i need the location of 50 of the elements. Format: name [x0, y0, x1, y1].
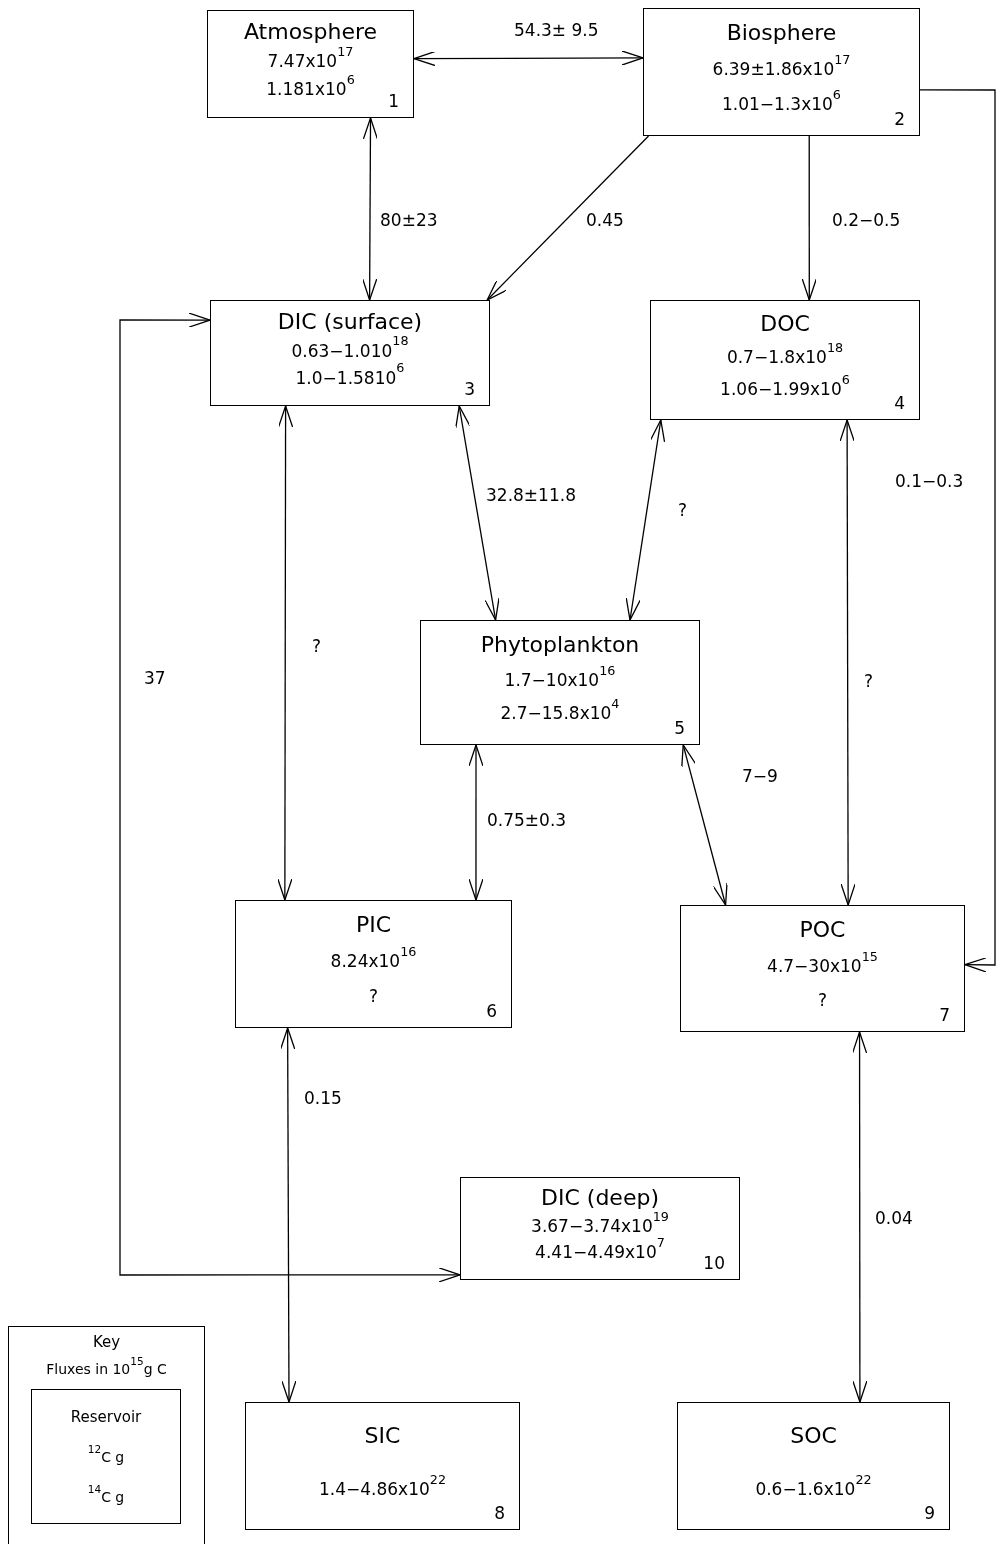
reservoir-name: DOC — [760, 310, 810, 336]
arrow — [625, 419, 666, 621]
reservoir-number: 7 — [939, 1005, 950, 1025]
reservoir-name: Phytoplankton — [480, 631, 640, 657]
reservoir-number: 5 — [674, 718, 685, 738]
reservoir-number: 9 — [924, 1503, 935, 1523]
reservoir-number: 10 — [703, 1253, 725, 1273]
reservoir-box — [420, 620, 700, 745]
reservoir-number: 1 — [388, 91, 399, 111]
reservoir-name: SOC — [790, 1422, 837, 1448]
arrow — [486, 135, 650, 301]
arrow — [801, 135, 817, 301]
arrow — [851, 1031, 868, 1403]
reservoir-number: 6 — [486, 1001, 497, 1021]
reservoir-value: ? — [369, 985, 378, 1006]
arrow — [839, 419, 856, 906]
reservoir-name: SIC — [364, 1422, 401, 1448]
key-heading: Reservoir — [70, 1407, 142, 1426]
arrow — [919, 89, 996, 973]
arrow — [468, 744, 484, 901]
reservoir-box — [207, 10, 414, 118]
reservoir-name: PIC — [355, 912, 392, 938]
reservoir-box — [680, 905, 965, 1032]
key-heading: Key — [92, 1333, 121, 1351]
reservoir-box — [245, 1402, 520, 1530]
arrow — [280, 1027, 297, 1403]
reservoir-name: DIC (surface) — [277, 308, 423, 334]
reservoir-box — [643, 8, 920, 136]
arrow — [362, 117, 379, 301]
arrow — [119, 312, 461, 1283]
arrow — [681, 744, 728, 906]
reservoir-name: DIC (deep) — [541, 1185, 659, 1210]
arrow — [455, 405, 500, 621]
reservoir-name: POC — [799, 917, 846, 942]
key-reservoir-box — [31, 1389, 181, 1524]
arrow — [277, 405, 294, 901]
reservoir-box — [677, 1402, 950, 1530]
reservoir-number: 3 — [464, 379, 475, 399]
reservoir-name: Atmosphere — [243, 18, 378, 44]
reservoir-number: 2 — [894, 109, 905, 129]
reservoir-number: 4 — [894, 393, 905, 413]
reservoir-box — [650, 300, 920, 420]
reservoir-box — [460, 1177, 740, 1280]
reservoir-box — [235, 900, 512, 1028]
reservoir-number: 8 — [494, 1503, 505, 1523]
arrow — [413, 50, 644, 67]
reservoir-name: Biosphere — [726, 20, 837, 46]
reservoir-box — [210, 300, 490, 406]
key-box — [8, 1326, 205, 1544]
reservoir-value: ? — [818, 990, 827, 1010]
